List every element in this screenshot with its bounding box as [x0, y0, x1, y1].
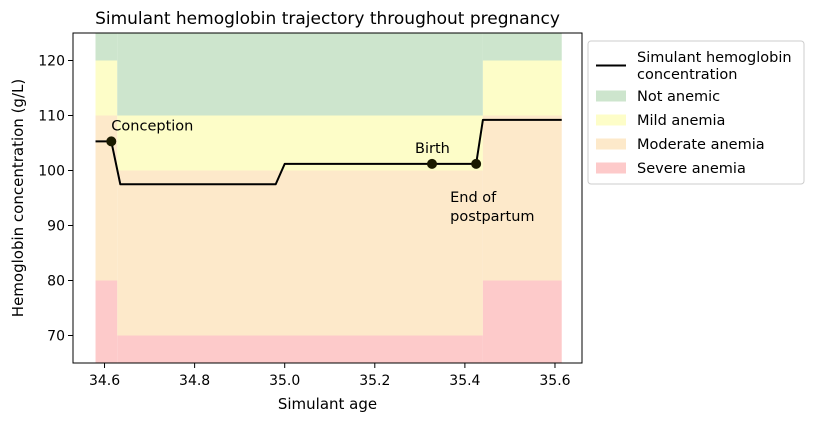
- band-mild-anemia-1: [117, 115, 483, 171]
- band-severe-anemia-0: [95, 280, 118, 363]
- y-tick-label: 120: [38, 54, 65, 70]
- y-tick-label: 100: [38, 164, 65, 180]
- legend-swatch: [596, 90, 626, 102]
- y-axis-ticks: 70 80 90 100 110 120: [38, 54, 73, 345]
- plot-frame: [72, 32, 583, 364]
- band-moderate-anemia-1: [117, 170, 483, 336]
- band-mild-anemia-2: [482, 60, 562, 116]
- x-axis-label: Simulant age: [278, 395, 377, 413]
- x-tick-label: 34.8: [179, 373, 210, 389]
- legend-swatch: [596, 138, 626, 150]
- x-axis-ticks: 34.6 34.8 35.0 35.2 35.4 35.6: [89, 363, 571, 389]
- hemoglobin-line-layer: [95, 118, 562, 186]
- legend-label: Simulant hemoglobin: [637, 50, 792, 66]
- annotation-postpartum: postpartum: [450, 209, 534, 225]
- y-tick-label: 90: [47, 219, 65, 235]
- legend-box: [587, 40, 805, 185]
- x-tick-label: 34.6: [89, 373, 120, 389]
- band-severe-anemia-1: [117, 335, 483, 363]
- legend-swatch: [596, 162, 626, 174]
- x-tick-label: 35.6: [539, 373, 570, 389]
- anemia-bands: [95, 33, 562, 363]
- y-tick-label: 110: [38, 109, 65, 125]
- chart-title: Simulant hemoglobin trajectory throughou…: [95, 9, 560, 29]
- y-tick-label: 80: [47, 274, 65, 290]
- event-marker-0: [106, 136, 117, 147]
- event-markers: [106, 136, 482, 169]
- band-moderate-anemia-0: [95, 115, 118, 281]
- legend-label: Not anemic: [637, 89, 720, 105]
- annotation-conception: Conception: [111, 118, 193, 134]
- event-marker-1: [427, 158, 438, 169]
- annotation-end-of: End of: [450, 190, 497, 206]
- annotation-birth: Birth: [415, 141, 450, 157]
- x-tick-label: 35.0: [269, 373, 300, 389]
- legend-label: Mild anemia: [637, 113, 725, 129]
- band-not-anemic-0: [95, 33, 118, 61]
- band-mild-anemia-0: [95, 60, 118, 116]
- band-moderate-anemia-2: [482, 115, 562, 281]
- band-severe-anemia-2: [482, 280, 562, 363]
- legend-label: Moderate anemia: [637, 137, 765, 153]
- legend-swatch: [596, 114, 626, 126]
- legend-label: concentration: [637, 67, 737, 83]
- x-tick-label: 35.2: [359, 373, 390, 389]
- y-axis-label: Hemoglobin concentration (g/L): [9, 79, 27, 317]
- y-tick-label: 70: [47, 329, 65, 345]
- hemoglobin-line: [95, 118, 562, 186]
- band-not-anemic-1: [117, 33, 483, 116]
- x-tick-label: 35.4: [449, 373, 480, 389]
- legend-label: Severe anemia: [637, 161, 746, 177]
- event-marker-2: [471, 158, 482, 169]
- band-not-anemic-2: [482, 33, 562, 61]
